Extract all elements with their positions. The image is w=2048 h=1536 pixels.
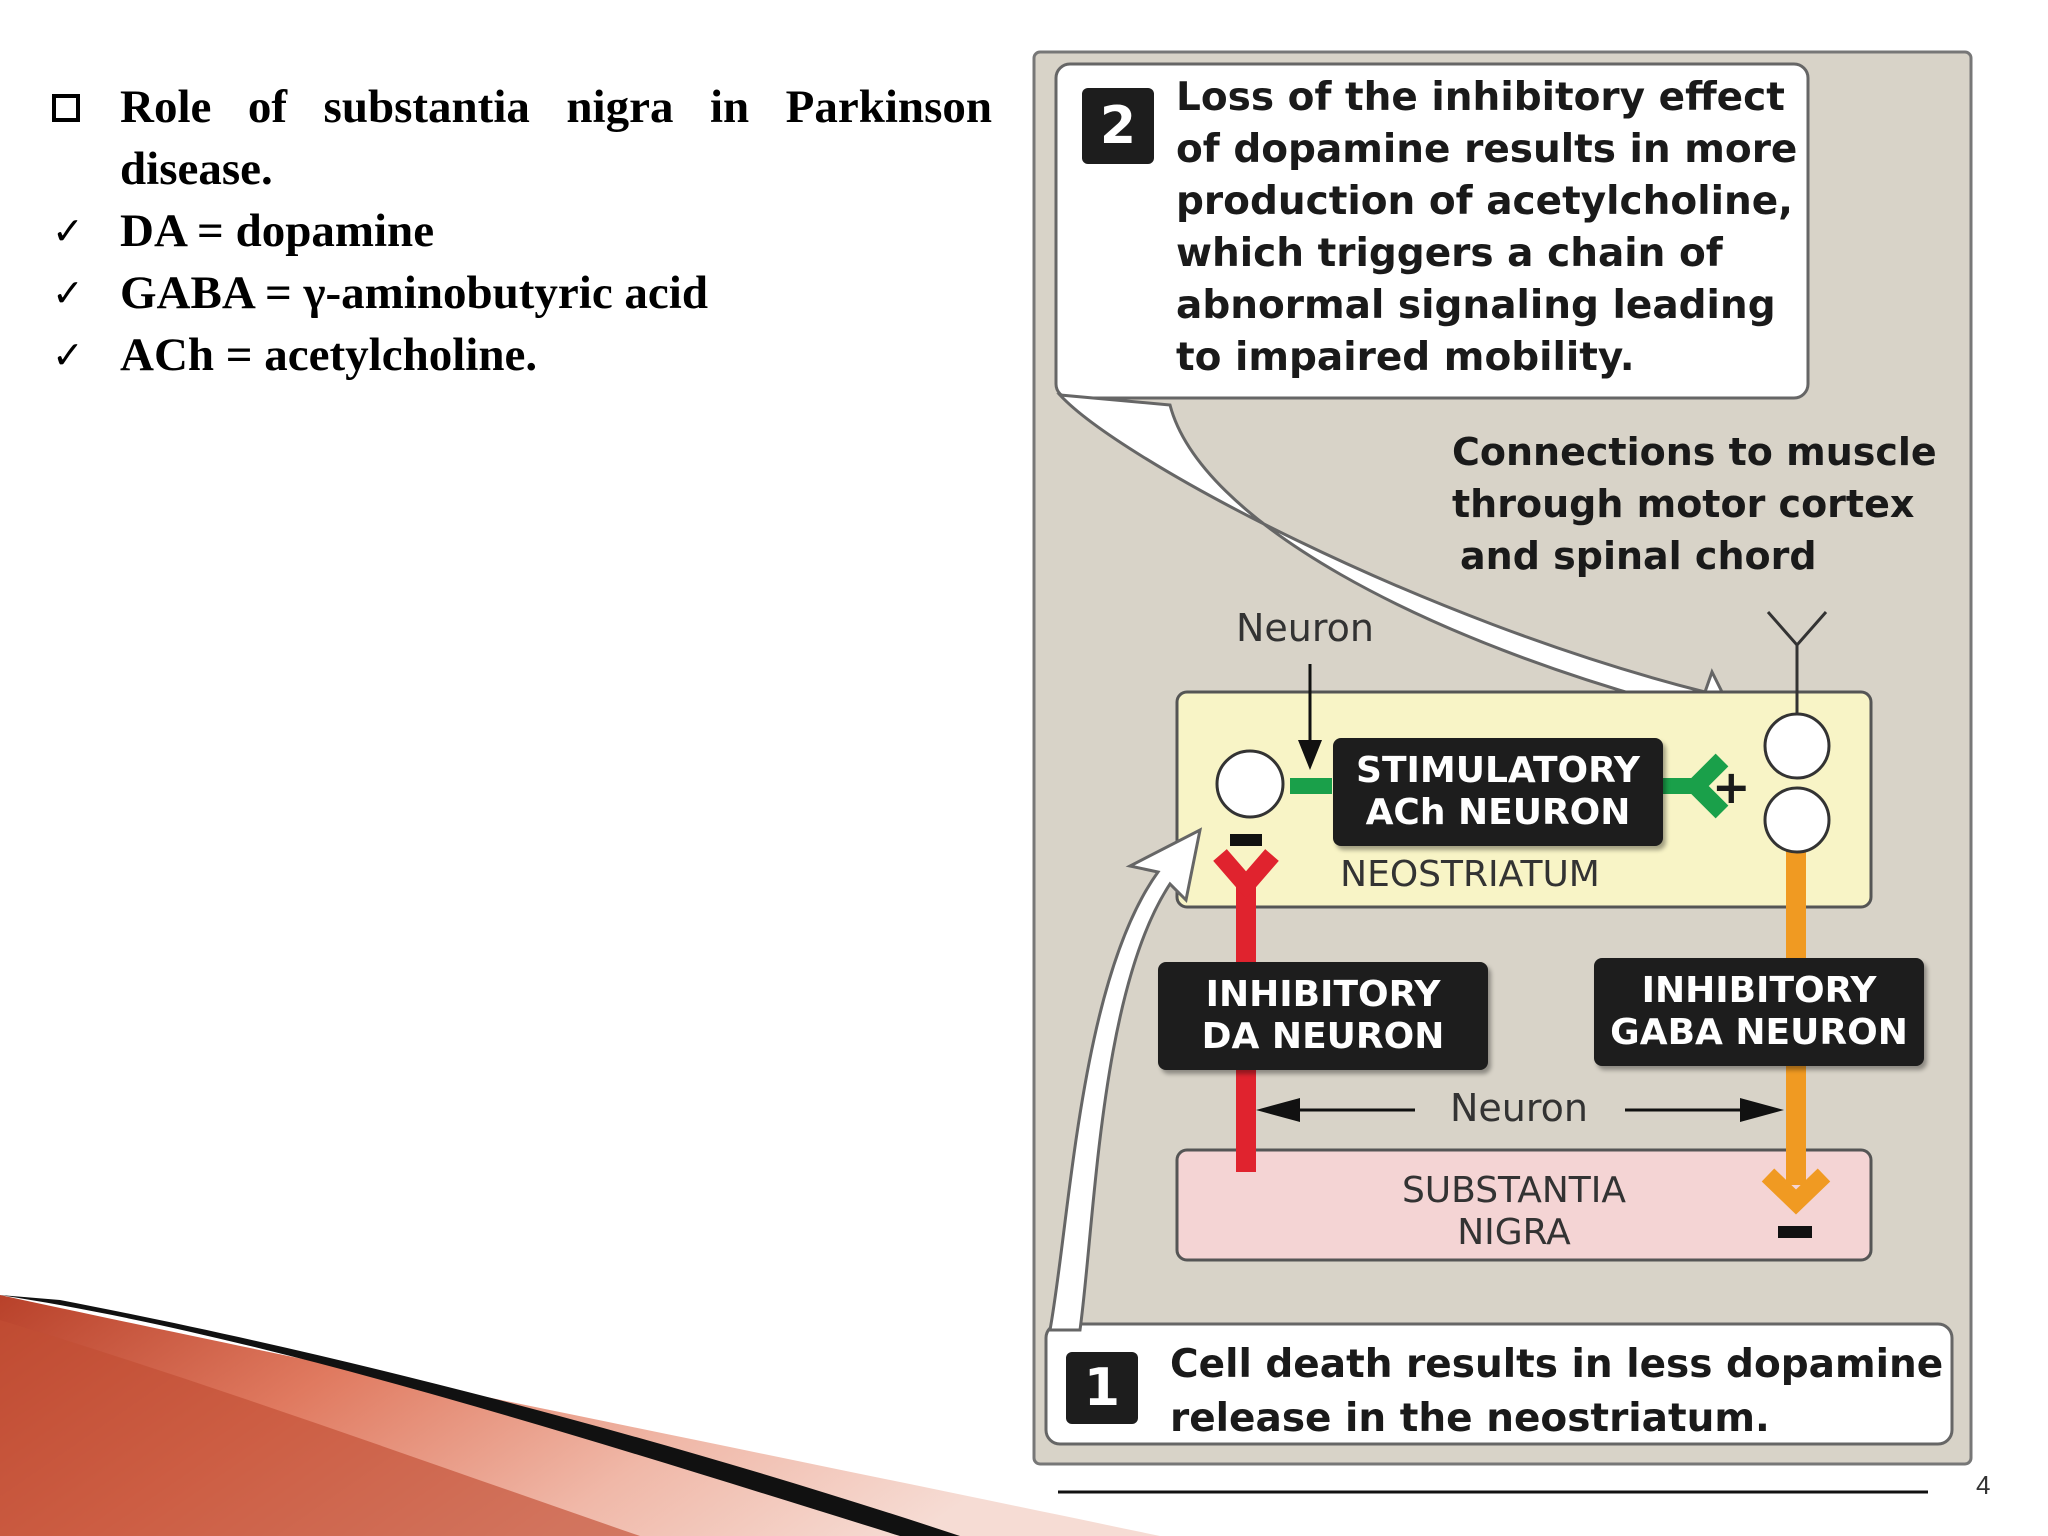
neuron-middle-label: Neuron <box>1450 1086 1589 1130</box>
checkmark-icon: ✓ <box>52 271 84 315</box>
gaba-minus-sign <box>1778 1226 1812 1238</box>
step2-badge: 2 <box>1082 88 1154 164</box>
slide-text-block: Role of substantia nigra in Parkinson di… <box>52 76 992 386</box>
slide-title-row: Role of substantia nigra in Parkinson di… <box>52 76 992 200</box>
step2-callout-box <box>1054 62 1810 400</box>
list-item: ✓ ACh = acetylcholine. <box>52 324 992 386</box>
page-number: 4 <box>1976 1470 1991 1500</box>
da-minus-sign <box>1230 834 1262 846</box>
checkmark-icon: ✓ <box>52 333 84 377</box>
da-neuron-terminal <box>1213 849 1279 899</box>
bullet-text: ACh = acetylcholine. <box>120 329 538 381</box>
step1-text: Cell death results in less dopamine rele… <box>1170 1342 1944 1441</box>
ach-synapse-left <box>1290 778 1332 794</box>
bullet-text: DA = dopamine <box>120 205 435 257</box>
inhibitory-da-label: INHIBITORY DA NEURON <box>1158 962 1488 1070</box>
step1-arrow <box>1048 827 1203 1332</box>
bullet-text: GABA = γ-aminobutyric acid <box>120 267 708 319</box>
gaba-neuron-terminal <box>1761 1168 1831 1215</box>
stimulatory-ach-label: STIMULATORY ACh NEURON <box>1333 738 1663 846</box>
neuron-top-label: Neuron <box>1236 606 1375 650</box>
list-item: ✓ GABA = γ-aminobutyric acid <box>52 262 992 324</box>
slide-title: Role of substantia nigra in Parkinson di… <box>120 81 992 195</box>
substantia-nigra-label: SUBSTANTIA NIGRA <box>1401 1170 1627 1253</box>
neuron-left-arrowhead <box>1256 1098 1300 1122</box>
step1-badge: 1 <box>1066 1352 1138 1424</box>
neostriatum-label: NEOSTRIATUM <box>1340 854 1600 895</box>
gaba-circle-bottom <box>1763 786 1831 854</box>
ach-target-circle <box>1215 749 1285 819</box>
step1-callout-box <box>1044 1322 1954 1446</box>
plus-sign: + <box>1712 760 1751 814</box>
inhibitory-gaba-label: INHIBITORY GABA NEURON <box>1594 958 1924 1066</box>
ach-connector <box>1660 778 1698 794</box>
list-item: ✓ DA = dopamine <box>52 200 992 262</box>
substantia-nigra-box <box>1175 1148 1873 1262</box>
gaba-circle-top <box>1763 712 1831 780</box>
checkmark-icon: ✓ <box>52 209 84 253</box>
square-bullet-icon <box>52 76 102 138</box>
motor-output-icon <box>1766 611 1828 714</box>
step2-text: Loss of the inhibitory effect of dopamin… <box>1176 75 1798 380</box>
neuron-right-arrowhead <box>1740 1098 1784 1122</box>
neuron-top-arrowhead <box>1298 740 1322 770</box>
connections-label: Connections to muscle through motor cort… <box>1452 430 1937 578</box>
